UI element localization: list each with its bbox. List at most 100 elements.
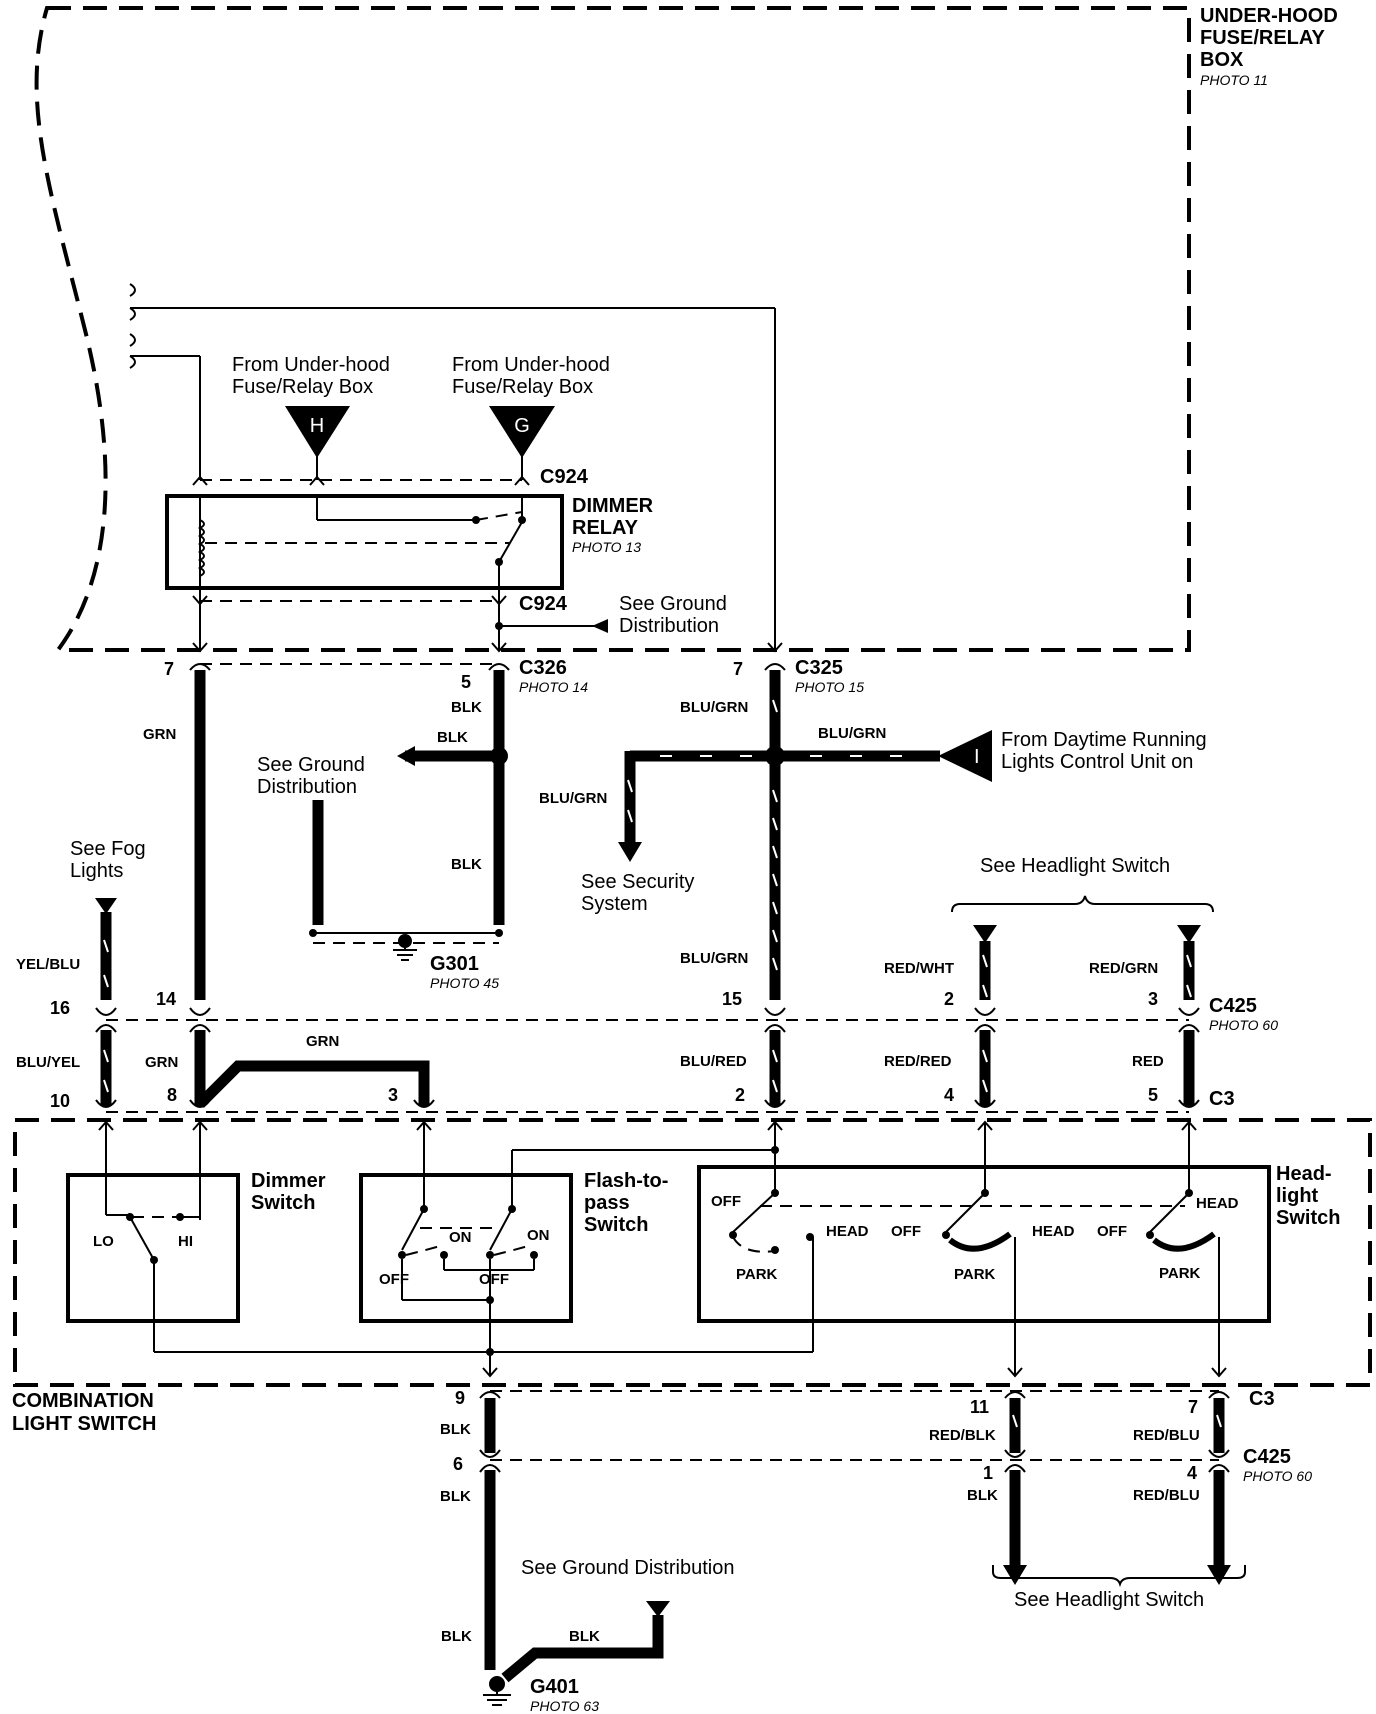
combination-switch-title-2: LIGHT SWITCH [12, 1413, 156, 1435]
blu-yel-label: BLU/YEL [16, 1054, 80, 1071]
blk-label-1: BLK [451, 699, 482, 716]
red-label: RED [1132, 1053, 1164, 1070]
from-drl-label-1: From Daytime Running [1001, 729, 1207, 751]
dimmer-relay-photo: PHOTO 13 [572, 539, 641, 555]
see-security-label-1: See Security [581, 871, 694, 893]
combination-light-switch-outline [13, 1118, 1372, 1387]
distribution-label-1: Distribution [619, 615, 719, 637]
see-ground-label-3: See Ground Distribution [521, 1557, 734, 1579]
see-ground-label-2: See Ground [257, 754, 365, 776]
fuse-feed-wires [129, 283, 776, 650]
pin-7-c326: 7 [164, 659, 174, 679]
flash-switch-title-3: Switch [584, 1214, 648, 1236]
c3-upper-label: C3 [1209, 1088, 1235, 1110]
g401-ground-icon [483, 1676, 511, 1706]
blu-grn-label-3: BLU/GRN [539, 790, 607, 807]
flash-on-label-1: ON [449, 1229, 472, 1246]
combination-switch-title-1: COMBINATION [12, 1390, 154, 1412]
c326-photo: PHOTO 14 [519, 679, 588, 695]
flash-on-label-2: ON [527, 1227, 550, 1244]
blu-red-label: BLU/RED [680, 1053, 747, 1070]
c325-photo: PHOTO 15 [795, 679, 864, 695]
fuse-h-tag-icon [285, 406, 350, 458]
c425-lower-label: C425 [1243, 1446, 1291, 1468]
headlight-switch-title-1: Head- [1276, 1163, 1332, 1185]
c924-lower-connector [192, 588, 783, 653]
fuse-relay-box-label-1: Fuse/Relay Box [232, 376, 373, 398]
flash-switch-internals [398, 1149, 775, 1378]
fog-lights-tag-icon [95, 898, 117, 914]
dimmer-lo-label: LO [93, 1233, 114, 1250]
fuse-h-letter: H [310, 415, 324, 437]
pin-15: 15 [722, 989, 742, 1009]
blu-grn-stripes [772, 699, 778, 971]
pin-11: 11 [970, 1397, 989, 1417]
dimmer-hi-label: HI [178, 1233, 193, 1250]
headlight-off-label-3: OFF [1097, 1223, 1127, 1240]
c924-upper-label: C924 [540, 466, 589, 488]
g401-label: G401 [530, 1676, 579, 1698]
blk-label-8: BLK [569, 1628, 600, 1645]
from-underhood-label-2: From Under-hood [452, 354, 610, 376]
pin-4-c425: 4 [1187, 1463, 1197, 1483]
see-headlight-top-bracket [951, 895, 1214, 913]
pin-7-c325: 7 [733, 659, 743, 679]
c425-upper-connector [95, 1007, 1200, 1033]
dimmer-switch-title-2: Switch [251, 1192, 315, 1214]
headlight-down-arrow-icon-2 [1207, 1565, 1231, 1585]
see-ground-label-1: See Ground [619, 593, 727, 615]
flash-off-label-1: OFF [379, 1271, 409, 1288]
headlight-switch-title-3: Switch [1276, 1207, 1340, 1229]
red-blu-label-2: RED/BLU [1133, 1487, 1200, 1504]
blu-grn-label-4: BLU/GRN [680, 950, 748, 967]
c425-upper-label: C425 [1209, 995, 1257, 1017]
headlight-switch-title-2: light [1276, 1185, 1319, 1207]
pin-8: 8 [167, 1085, 177, 1105]
c3-upper-connector [95, 1099, 1200, 1113]
headlight-switch-internals [729, 1146, 1227, 1378]
see-security-label-2: System [581, 893, 648, 915]
pin-14: 14 [156, 989, 176, 1009]
headlight-tag-icon-1 [973, 925, 997, 943]
c924-lower-label: C924 [519, 593, 568, 615]
blk-label-7: BLK [441, 1628, 472, 1645]
grn-jumper-wire [196, 1060, 430, 1108]
c326-label: C326 [519, 657, 567, 679]
see-fog-label-1: See Fog [70, 838, 146, 860]
red-grn-label: RED/GRN [1089, 960, 1158, 977]
security-arrow-icon [618, 842, 642, 862]
from-underhood-label-1: From Under-hood [232, 354, 390, 376]
pin-2-c425: 2 [944, 989, 954, 1009]
see-headlight-bottom-bracket [992, 1565, 1246, 1588]
headlight-tag-icon-2 [1177, 925, 1201, 943]
pin-7-c3: 7 [1188, 1397, 1198, 1417]
drl-tag-letter: I [974, 746, 980, 768]
ground-dist-arrow-icon [397, 746, 415, 766]
pin-5-c326: 5 [461, 672, 471, 692]
dimmer-relay-box [165, 494, 564, 590]
headlight-park-label-1: PARK [736, 1266, 778, 1283]
c425-lower-photo: PHOTO 60 [1243, 1468, 1312, 1484]
underhood-title-3: BOX [1200, 49, 1244, 71]
pin-5-c3: 5 [1148, 1085, 1158, 1105]
c425-upper-photo: PHOTO 60 [1209, 1017, 1278, 1033]
blk-label-5: BLK [967, 1487, 998, 1504]
pin-2-c3: 2 [735, 1085, 745, 1105]
grn-label-2: GRN [145, 1054, 178, 1071]
headlight-switch-box [697, 1165, 1271, 1323]
g301-ground-icon [309, 929, 503, 961]
headlight-off-label-2: OFF [891, 1223, 921, 1240]
headlight-head-label-3: HEAD [1196, 1195, 1239, 1212]
c326-connector [189, 663, 786, 671]
headlight-down-arrow-icon-1 [1003, 1565, 1027, 1585]
distribution-label-2: Distribution [257, 776, 357, 798]
see-headlight-bottom-label: See Headlight Switch [1014, 1589, 1204, 1611]
from-drl-label-2: Lights Control Unit on [1001, 751, 1193, 773]
grn-label-1: GRN [143, 726, 176, 743]
g401-photo: PHOTO 63 [530, 1698, 599, 1714]
underhood-title-2: FUSE/RELAY [1200, 27, 1326, 49]
pin-16: 16 [50, 998, 70, 1018]
dimmer-switch-title-1: Dimmer [251, 1170, 326, 1192]
pin-10: 10 [50, 1091, 70, 1111]
blk-label-3: BLK [451, 856, 482, 873]
